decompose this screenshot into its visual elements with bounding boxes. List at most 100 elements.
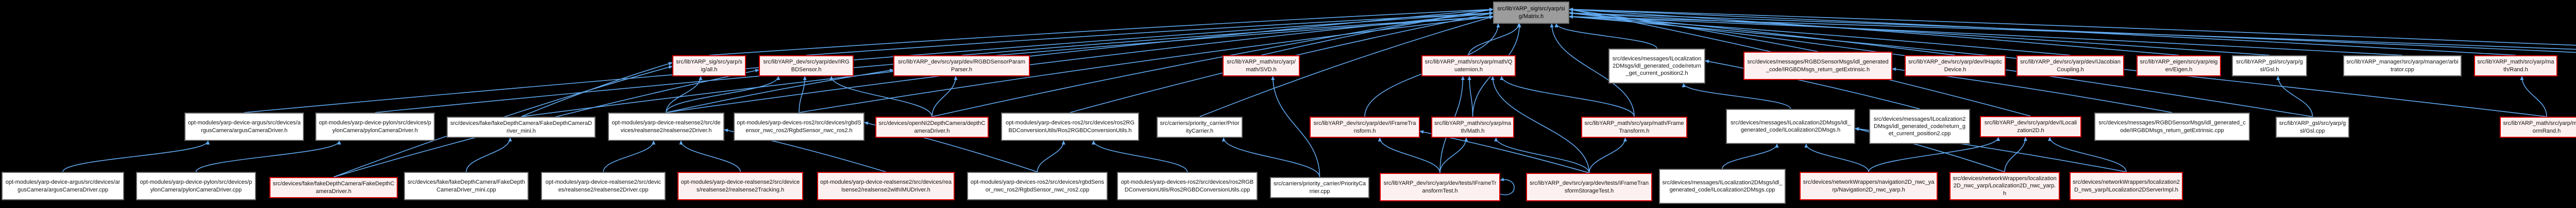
graph-node-rand-h[interactable]: src/libYARP_math/src/yarp/math/Rand.h bbox=[2474, 55, 2557, 76]
graph-node-svd-h[interactable]: src/libYARP_math/src/yarp/math/SVD.h bbox=[1223, 55, 1300, 76]
include-edge bbox=[709, 7, 1494, 56]
include-edge bbox=[666, 68, 894, 113]
graph-node-label: src/devices/openNI2DepthCamera/depthCame… bbox=[878, 120, 986, 134]
graph-node-iloc2dserverimpl-h[interactable]: src/devices/networkWrappers/localization… bbox=[2070, 172, 2183, 200]
include-edge bbox=[1569, 14, 2576, 50]
graph-node-label: src/devices/networkWrappers/navigation2D… bbox=[1803, 179, 1935, 193]
include-edge bbox=[799, 15, 1494, 113]
graph-node-label: opt-modules/yarp-device-pylon/src/device… bbox=[140, 179, 252, 193]
include-edge bbox=[1439, 137, 1468, 173]
graph-node-loc2d-nwc-h[interactable]: src/devices/networkWrappers/localization… bbox=[1950, 172, 2060, 200]
graph-node-all-h[interactable]: src/libYARP_sig/src/yarp/sig/all.h bbox=[672, 55, 746, 76]
graph-node-label: src/libYARP_manager/src/yarp/manager/arb… bbox=[2346, 59, 2459, 73]
include-edge bbox=[603, 140, 656, 172]
graph-node-ilocal2dmsgs-h[interactable]: src/devices/messages/ILocalization2DMsgs… bbox=[1726, 109, 1855, 144]
include-edge bbox=[195, 140, 341, 172]
graph-node-label: src/devices/networkWrappers/localization… bbox=[2073, 179, 2180, 193]
graph-node-pylon-h[interactable]: opt-modules/yarp-device-pylon/src/device… bbox=[315, 113, 435, 141]
include-edge bbox=[666, 76, 703, 113]
graph-node-retpos2-h[interactable]: src/devices/messages/ILocalization2DMsgs… bbox=[1608, 49, 1705, 84]
include-edge bbox=[62, 140, 210, 172]
include-edge bbox=[799, 76, 807, 113]
graph-node-retpos2-cpp[interactable]: src/devices/messages/ILocalization2DMsgs… bbox=[1869, 109, 1970, 144]
graph-node-gsl-h[interactable]: src/libYARP_gsl/src/yarp/gsl/Gsl.h bbox=[2232, 55, 2307, 76]
graph-node-label: src/libYARP_dev/src/yarp/dev/tests/IFram… bbox=[1529, 180, 1649, 194]
graph-node-label: src/libYARP_math/src/yarp/math/Rand.h bbox=[2477, 59, 2554, 73]
graph-node-iframetransform-h[interactable]: src/libYARP_dev/src/yarp/dev/IFrameTrans… bbox=[1310, 117, 1420, 138]
graph-node-ifts-h[interactable]: src/libYARP_dev/src/yarp/dev/tests/IFram… bbox=[1526, 173, 1652, 201]
graph-node-fakemini-h[interactable]: src/devices/fake/fakeDepthCamera/FakeDep… bbox=[447, 117, 596, 138]
graph-node-normrand-h[interactable]: src/libYARP_math/src/yarp/math/NormRand.… bbox=[2500, 117, 2576, 138]
graph-node-realsense2driver-h[interactable]: opt-modules/yarp-device-realsense2/src/d… bbox=[608, 113, 724, 141]
graph-node-ilocal2dmsgs-cpp[interactable]: src/devices/messages/ILocalization2DMsgs… bbox=[1659, 169, 1786, 204]
graph-node-iftt-h[interactable]: src/libYARP_dev/src/yarp/dev/tests/IFram… bbox=[1380, 173, 1500, 201]
graph-node-fakedriver-h[interactable]: src/devices/fake/fakeDepthCamera/FakeDep… bbox=[269, 177, 398, 198]
graph-node-math-h[interactable]: src/libYARP_math/src/yarp/math/Math.h bbox=[1431, 117, 1514, 138]
graph-node-ilocalization2d-h[interactable]: src/libYARP_dev/src/yarp/dev/ILocalizati… bbox=[1980, 116, 2081, 137]
graph-node-getextrinsic-h[interactable]: src/devices/messages/RGBDSensorMsgs/idl_… bbox=[1743, 52, 1892, 80]
include-edge bbox=[2520, 76, 2547, 117]
graph-node-label: src/devices/messages/ILocalization2DMsgs… bbox=[1662, 179, 1783, 193]
graph-node-label: src/libYARP_math/src/yarp/math/Math.h bbox=[1434, 120, 1511, 134]
graph-node-quaternion-h[interactable]: src/libYARP_math/src/yarp/math/Quaternio… bbox=[1421, 55, 1516, 76]
include-edge bbox=[1569, 7, 2576, 46]
graph-node-rgbdsensor-nwc-ros2-h[interactable]: opt-modules/yarp-devices-ros2/src/device… bbox=[734, 113, 865, 141]
graph-node-label: src/libYARP_dev/src/yarp/dev/IJacobianCo… bbox=[2020, 59, 2121, 73]
graph-node-prioritycarrier-cpp[interactable]: src/carriers/priority_carrier/PriorityCa… bbox=[1270, 177, 1369, 198]
include-edge bbox=[1588, 137, 1627, 173]
include-edge bbox=[1804, 143, 1869, 172]
graph-node-label: src/libYARP_sig/src/yarp/sig/Matrix.h bbox=[1497, 6, 1565, 20]
graph-node-pylon-cpp[interactable]: opt-modules/yarp-device-pylon/src/device… bbox=[136, 172, 256, 200]
graph-node-label: opt-modules/yarp-devices-ros2/src/device… bbox=[1121, 179, 1254, 193]
include-edge bbox=[666, 76, 781, 113]
graph-node-ros2conv-h[interactable]: opt-modules/yarp-devices-ros2/src/device… bbox=[1001, 113, 1139, 141]
include-edge bbox=[666, 11, 1494, 113]
graph-node-label: src/libYARP_sig/src/yarp/sig/all.h bbox=[676, 59, 742, 73]
graph-node-frametransform-h[interactable]: src/libYARP_math/src/yarp/math/FrameTran… bbox=[1581, 117, 1687, 138]
include-edge bbox=[1222, 137, 1320, 178]
include-edge bbox=[1468, 23, 1521, 56]
graph-node-label: src/libYARP_gsl/src/yarp/gsl/Gsl.cpp bbox=[2279, 120, 2346, 134]
graph-node-realsense2tracking-h[interactable]: opt-modules/yarp-device-realsense2/src/d… bbox=[677, 172, 803, 200]
include-edge bbox=[806, 11, 1494, 56]
graph-node-label: src/libYARP_math/src/yarp/math/SVD.h bbox=[1227, 59, 1296, 73]
graph-node-ijacobian-h[interactable]: src/libYARP_dev/src/yarp/dev/IJacobianCo… bbox=[2016, 55, 2124, 76]
graph-node-label: src/libYARP_eigen/src/yarp/eigen/Eigen.h bbox=[2140, 59, 2218, 73]
graph-node-ros2conv-cpp[interactable]: opt-modules/yarp-devices-ros2/src/device… bbox=[1117, 172, 1258, 200]
graph-node-realsense2driver-cpp[interactable]: opt-modules/yarp-device-realsense2/src/d… bbox=[541, 172, 666, 200]
include-edge bbox=[1722, 143, 1779, 169]
graph-node-nav2d-nwc-h[interactable]: src/devices/networkWrappers/navigation2D… bbox=[1800, 172, 1938, 200]
include-edge bbox=[1554, 23, 1657, 49]
graph-node-argus-cpp[interactable]: opt-modules/yarp-device-argus/src/device… bbox=[2, 172, 124, 200]
graph-node-eigen-h[interactable]: src/libYARP_eigen/src/yarp/eigen/Eigen.h bbox=[2137, 55, 2221, 76]
graph-node-arbitrator-cpp[interactable]: src/libYARP_manager/src/yarp/manager/arb… bbox=[2343, 55, 2462, 76]
include-edge bbox=[961, 14, 1494, 56]
include-edge bbox=[244, 11, 1494, 113]
graph-node-realsense2imu-h[interactable]: opt-modules/yarp-device-realsense2/src/d… bbox=[817, 172, 955, 200]
graph-node-gsl-cpp[interactable]: src/libYARP_gsl/src/yarp/gsl/Gsl.cpp bbox=[2276, 117, 2349, 138]
include-edge bbox=[1705, 59, 1920, 109]
include-edge bbox=[1037, 140, 1065, 172]
graph-node-depthcam-h[interactable]: src/devices/openNI2DepthCamera/depthCame… bbox=[875, 117, 989, 138]
include-edge bbox=[1467, 76, 1473, 117]
include-edge bbox=[1490, 76, 1590, 173]
graph-node-argus-h[interactable]: opt-modules/yarp-device-argus/src/device… bbox=[184, 113, 304, 141]
include-edge bbox=[2276, 76, 2313, 117]
include-edge bbox=[1378, 137, 1440, 173]
include-edge bbox=[1550, 23, 1635, 117]
graph-node-rgbdsensor-nwc-ros2-cpp[interactable]: opt-modules/yarp-devices-ros2/src/device… bbox=[967, 172, 1108, 200]
graph-node-prioritycarrier-h[interactable]: src/carriers/priority_carrier/PriorityCa… bbox=[1157, 117, 1243, 138]
include-edge bbox=[2048, 137, 2127, 172]
graph-node-matrix-h[interactable]: src/libYARP_sig/src/yarp/sig/Matrix.h bbox=[1493, 2, 1569, 24]
graph-node-label: src/devices/messages/ILocalization2DMsgs… bbox=[1873, 116, 1966, 137]
graph-node-label: src/devices/messages/RGBDSensorMsgs/idl_… bbox=[1747, 59, 1889, 73]
graph-node-label: src/carriers/priority_carrier/PriorityCa… bbox=[1273, 181, 1366, 195]
graph-node-label: src/libYARP_dev/src/yarp/dev/IHapticDevi… bbox=[1908, 59, 2002, 73]
graph-node-irgbdsensor-h[interactable]: src/libYARP_dev/src/yarp/dev/IRGBDSensor… bbox=[759, 55, 854, 76]
graph-node-getextrinsic-cpp[interactable]: src/devices/messages/RGBDSensorMsgs/idl_… bbox=[2094, 113, 2250, 141]
graph-node-fakemini-cpp[interactable]: src/devices/fake/fakeDepthCamera/FakeDep… bbox=[404, 172, 529, 200]
include-edge bbox=[1868, 137, 2001, 172]
graph-node-ihaptic-h[interactable]: src/libYARP_dev/src/yarp/dev/IHapticDevi… bbox=[1905, 55, 2006, 76]
graph-node-rgbdparamparser-h[interactable]: src/libYARP_dev/src/yarp/dev/RGBDSensorP… bbox=[893, 55, 1030, 76]
graph-node-label: src/devices/messages/RGBDSensorMsgs/idl_… bbox=[2098, 120, 2246, 134]
